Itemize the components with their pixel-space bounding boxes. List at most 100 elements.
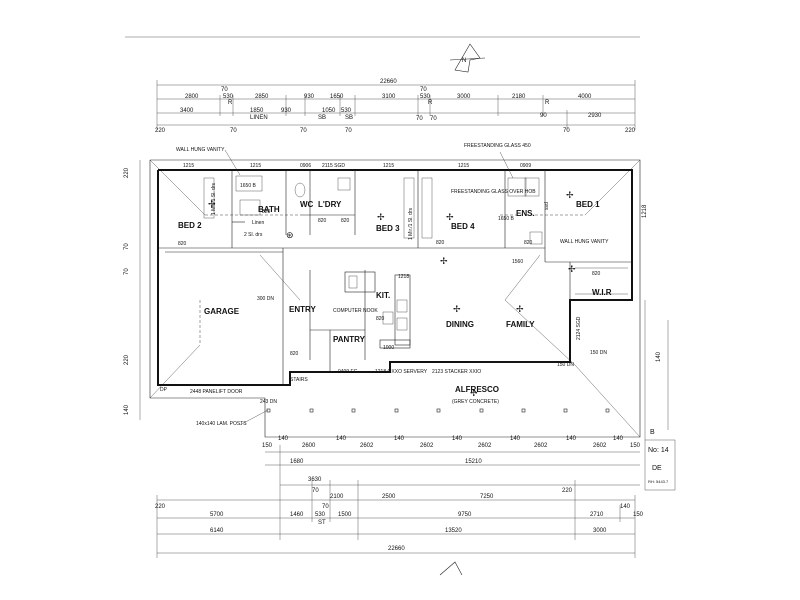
room-bed1: BED 1 [576, 200, 600, 209]
svg-text:4000: 4000 [578, 94, 592, 100]
svg-text:140: 140 [394, 436, 405, 442]
svg-text:3100: 3100 [382, 94, 396, 100]
room-pantry: PANTRY [333, 335, 366, 344]
svg-text:3000: 3000 [457, 94, 471, 100]
ceiling-fan-icon: ✢ [440, 256, 448, 266]
svg-text:820: 820 [318, 218, 327, 224]
svg-text:1215: 1215 [250, 163, 261, 169]
svg-text:150: 150 [262, 443, 273, 449]
svg-text:2115 SGD: 2115 SGD [322, 163, 345, 169]
svg-text:930: 930 [281, 108, 292, 114]
note-stacker: 2123 STACKER XXIO [432, 369, 481, 375]
svg-text:3000: 3000 [593, 528, 607, 534]
svg-text:13520: 13520 [445, 528, 462, 534]
svg-text:70: 70 [230, 128, 237, 134]
svg-text:70: 70 [322, 504, 329, 510]
svg-text:ST: ST [318, 520, 326, 526]
svg-text:220: 220 [625, 128, 636, 134]
cooktop-icon [396, 299, 408, 313]
svg-text:3400: 3400 [180, 108, 194, 114]
svg-text:5700: 5700 [210, 512, 224, 518]
room-bath: BATH [258, 205, 280, 214]
svg-text:140: 140 [620, 504, 631, 510]
laundry-tub-icon [337, 177, 351, 191]
svg-text:930: 930 [304, 94, 315, 100]
svg-text:1560: 1560 [512, 259, 523, 265]
svg-text:1218: 1218 [398, 274, 409, 280]
bath-vanity-icon [239, 199, 261, 216]
svg-text:70: 70 [563, 128, 570, 134]
room-dining: DINING [446, 320, 474, 329]
top-overall-dim: 22660 [380, 79, 397, 85]
room-alfresco-sub: (GREY CONCRETE) [452, 399, 499, 405]
ceiling-fan-icon: ⊛ [286, 230, 294, 240]
room-entry: ENTRY [289, 305, 316, 314]
svg-text:820: 820 [524, 240, 533, 246]
svg-text:DE: DE [652, 465, 662, 472]
svg-text:2 Sl. drs: 2 Sl. drs [244, 232, 263, 238]
svg-text:SB: SB [345, 115, 353, 121]
svg-text:70: 70 [416, 116, 423, 122]
svg-text:1650: 1650 [330, 94, 344, 100]
bottom-dimensions: 150 140 2600 140 2602 140 2602 140 2602 … [155, 436, 644, 558]
svg-text:820: 820 [436, 240, 445, 246]
svg-text:R: R [545, 100, 550, 106]
svg-text:1 Mir./1 Sl. drs: 1 Mir./1 Sl. drs [211, 183, 217, 215]
svg-text:70: 70 [221, 87, 228, 93]
svg-text:220: 220 [124, 167, 130, 178]
ceiling-fan-icon: ✢ [568, 264, 576, 274]
svg-text:2500: 2500 [382, 494, 396, 500]
svg-text:243 DN: 243 DN [260, 399, 277, 405]
svg-text:140: 140 [452, 436, 463, 442]
svg-text:No: 14: No: 14 [648, 447, 669, 454]
toilet-icon [294, 182, 306, 198]
svg-text:1850: 1850 [250, 108, 264, 114]
internal-walls [158, 170, 632, 385]
ceiling-fans: ✢ ✢ ✢ ✢ ✢ ✢ ✢ ✢ ⊛ ✢ [208, 190, 576, 398]
svg-text:2100: 2100 [330, 494, 344, 500]
svg-text:70: 70 [430, 116, 437, 122]
room-wc: WC [300, 200, 314, 209]
ensuite-vanity-icon [529, 231, 543, 245]
room-family: FAMILY [506, 320, 535, 329]
svg-text:140: 140 [656, 351, 662, 362]
svg-text:0906: 0906 [300, 163, 311, 169]
svg-text:140: 140 [613, 436, 624, 442]
fixtures [203, 175, 628, 331]
svg-text:2602: 2602 [360, 443, 374, 449]
svg-text:140: 140 [124, 404, 130, 415]
note-servery: 1218 OXXO SERVERY [375, 369, 428, 375]
svg-text:1215: 1215 [458, 163, 469, 169]
sink-icon [382, 311, 394, 325]
svg-text:B: B [650, 429, 655, 436]
note-posts: 140x140 LAM. POSTS [196, 421, 247, 427]
svg-text:RH: 5443.7: RH: 5443.7 [648, 479, 669, 484]
svg-text:820: 820 [341, 218, 350, 224]
svg-text:530: 530 [341, 108, 352, 114]
bed2-robe-icon [203, 177, 215, 219]
svg-text:150: 150 [633, 512, 644, 518]
svg-text:150 DN: 150 DN [557, 362, 574, 368]
svg-text:2930: 2930 [588, 113, 602, 119]
ceiling-fan-icon: ✢ [377, 212, 385, 222]
svg-text:820: 820 [376, 316, 385, 322]
ceiling-fan-icon: ✢ [208, 199, 216, 209]
svg-text:1680: 1680 [290, 459, 304, 465]
svg-text:2850: 2850 [255, 94, 269, 100]
svg-text:0909: 0909 [520, 163, 531, 169]
room-bed4: BED 4 [451, 222, 475, 231]
svg-text:3630: 3630 [308, 477, 322, 483]
svg-text:1000: 1000 [383, 345, 394, 351]
svg-text:ssd: ssd [544, 202, 550, 210]
svg-text:140: 140 [336, 436, 347, 442]
room-ens: ENS. [516, 209, 535, 218]
svg-text:220: 220 [562, 488, 573, 494]
svg-text:1650 B: 1650 B [498, 216, 515, 222]
svg-text:1650 B: 1650 B [240, 183, 257, 189]
svg-text:2600: 2600 [302, 443, 316, 449]
svg-text:15210: 15210 [465, 459, 482, 465]
svg-text:SB: SB [318, 115, 326, 121]
alfresco-posts [266, 408, 610, 413]
note-freestanding-glass: FREESTANDING GLASS 450 [464, 143, 531, 149]
